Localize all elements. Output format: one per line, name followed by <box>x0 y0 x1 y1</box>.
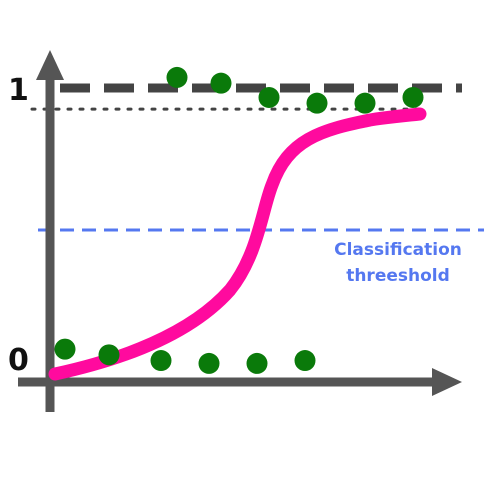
y-tick-label-0: 0 <box>8 343 29 378</box>
data-point-7 <box>210 72 232 94</box>
data-point-3 <box>198 352 220 374</box>
data-point-9 <box>306 92 328 114</box>
data-point-4 <box>246 352 268 374</box>
data-point-6 <box>166 66 188 88</box>
y-tick-label-1: 1 <box>8 73 29 108</box>
data-point-1 <box>98 344 120 366</box>
data-point-2 <box>150 350 172 372</box>
data-point-11 <box>402 86 424 108</box>
x-axis-arrow <box>432 368 462 396</box>
data-point-8 <box>258 86 280 108</box>
threshold-label-line-2: threeshold <box>346 266 450 286</box>
sigmoid-curve <box>48 107 427 381</box>
y-axis-arrow <box>36 50 64 80</box>
data-point-5 <box>294 350 316 372</box>
data-point-0 <box>54 338 76 360</box>
threshold-label-line-1: Classification <box>334 240 462 260</box>
data-points <box>54 66 424 374</box>
data-point-10 <box>354 92 376 114</box>
